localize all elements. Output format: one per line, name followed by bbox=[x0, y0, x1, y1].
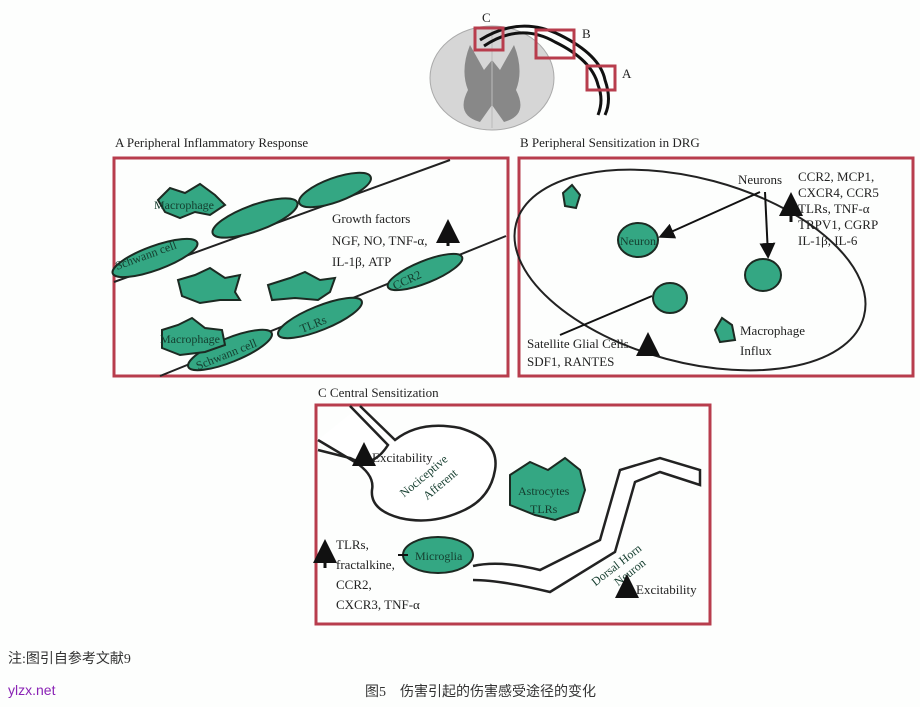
satellite-glial-text: SDF1, RANTES bbox=[527, 354, 614, 369]
microglia-label: Microglia bbox=[415, 549, 463, 563]
panel-a: A Peripheral Inflammatory Response Macro… bbox=[111, 135, 510, 378]
panel-c: C Central Sensitization Astrocytes TLRs … bbox=[313, 385, 712, 626]
growth-factors-text: Growth factors bbox=[332, 211, 410, 226]
marker-text: TRPV1, CGRP bbox=[798, 217, 878, 232]
microglia-marker-text: CCR2, bbox=[336, 577, 372, 592]
growth-factors-text: NGF, NO, TNF-α, bbox=[332, 233, 427, 248]
excitability-text: Excitability bbox=[372, 450, 433, 465]
panel-c-title: C Central Sensitization bbox=[318, 385, 439, 400]
neuron-label: Neuron bbox=[620, 234, 656, 248]
macrophage-influx-text: Macrophage bbox=[740, 323, 805, 338]
macrophage-influx-text: Influx bbox=[740, 343, 772, 358]
panel-b-title: B Peripheral Sensitization in DRG bbox=[520, 135, 700, 150]
microglia-marker-text: CXCR3, TNF-α bbox=[336, 597, 420, 612]
panel-a-title: A Peripheral Inflammatory Response bbox=[115, 135, 308, 150]
excitability-text: Excitability bbox=[636, 582, 697, 597]
macrophage-cell bbox=[156, 182, 227, 220]
marker-text: IL-1β, IL-6 bbox=[798, 233, 858, 248]
label-c: C bbox=[482, 10, 491, 25]
microglia-marker-text: TLRs, bbox=[336, 537, 369, 552]
label-b: B bbox=[582, 26, 591, 41]
panel-c-frame bbox=[314, 403, 712, 626]
growth-factors-text: IL-1β, ATP bbox=[332, 254, 391, 269]
microglia-marker-text: fractalkine, bbox=[336, 557, 395, 572]
marker-text: TLRs, TNF-α bbox=[798, 201, 870, 216]
spinal-cord-overview: C B A bbox=[429, 10, 632, 131]
macrophage-label: Macrophage bbox=[160, 332, 220, 346]
region-c-box bbox=[473, 26, 505, 52]
figure-caption: 图5 伤害引起的伤害感受途径的变化 bbox=[365, 685, 596, 700]
marker-text: CCR2, MCP1, bbox=[798, 169, 874, 184]
neuron-cell bbox=[617, 222, 659, 258]
label-a: A bbox=[622, 66, 632, 81]
region-a-box bbox=[585, 64, 617, 92]
panel-b-frame bbox=[517, 156, 915, 378]
region-b-box bbox=[534, 28, 576, 60]
panel-b: B Peripheral Sensitization in DRG Neuron… bbox=[513, 135, 915, 378]
neurons-label: Neurons bbox=[738, 172, 782, 187]
figure-note: 注:图引自参考文献9 bbox=[8, 652, 131, 667]
macrophage-label: Macrophage bbox=[154, 198, 214, 212]
marker-text: CXCR4, CCR5 bbox=[798, 185, 879, 200]
source-watermark: ylzx.net bbox=[8, 682, 56, 698]
astrocytes-label: Astrocytes bbox=[518, 484, 570, 498]
astrocytes-label: TLRs bbox=[530, 502, 558, 516]
satellite-glial-text: Satellite Glial Cells bbox=[527, 336, 629, 351]
